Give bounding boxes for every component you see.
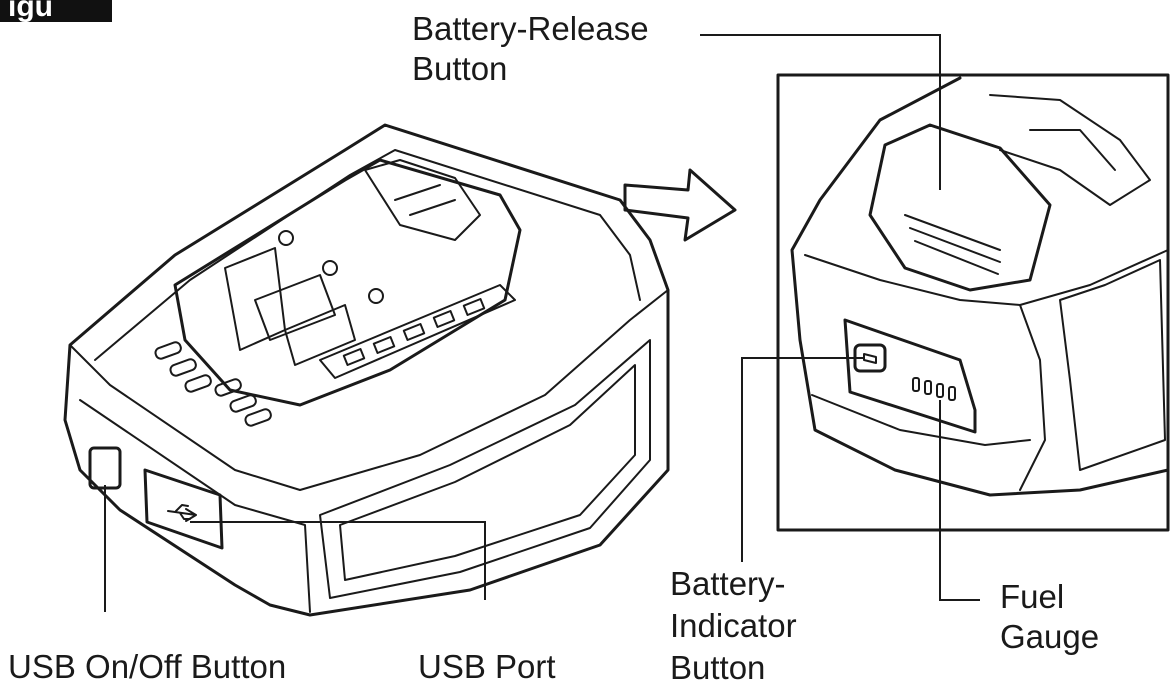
label-usb-on-off-button: USB On/Off Button xyxy=(8,648,286,685)
leader-battery-release xyxy=(700,34,941,190)
battery-top-rail xyxy=(173,158,522,407)
power-icon xyxy=(863,353,877,364)
battery-rail-slot-2 xyxy=(254,274,336,341)
battery-screw-3 xyxy=(368,288,384,304)
battery-front-face xyxy=(79,399,311,613)
fuel-gauge-led-2 xyxy=(924,380,932,395)
fuel-gauge-led-1 xyxy=(912,377,920,392)
battery-screw-2 xyxy=(322,260,338,276)
leader-usb-port xyxy=(190,521,486,600)
usb-port-panel[interactable] xyxy=(143,468,224,550)
detail-lower-edge xyxy=(811,394,1031,446)
figure-tab-background xyxy=(0,0,112,22)
fuel-gauge-led-3 xyxy=(936,383,944,398)
battery-rail-latch xyxy=(364,159,481,241)
battery-release-button[interactable] xyxy=(868,123,1052,292)
battery-terminal-contacts xyxy=(342,297,486,367)
detail-right-panel xyxy=(1059,259,1166,471)
detail-rail-top xyxy=(989,94,1151,206)
detail-housing-outline xyxy=(790,76,1170,497)
battery-rail-slot-3 xyxy=(284,304,356,366)
leader-battery-indicator xyxy=(741,357,865,562)
label-usb-port: USB Port xyxy=(418,648,556,685)
detail-inset xyxy=(776,73,1170,532)
battery-top-edge xyxy=(69,289,669,491)
label-fuel-gauge: Fuel Gauge xyxy=(1000,578,1099,655)
battery-vent-slots xyxy=(154,341,272,427)
figure-tab-text: igu xyxy=(8,0,53,23)
battery-body-outline xyxy=(63,123,670,617)
usb-on-off-button[interactable] xyxy=(88,446,122,490)
detail-housing-edge xyxy=(804,249,1169,306)
fuel-gauge-led-4 xyxy=(948,386,956,401)
label-battery-release: Battery-Release Button xyxy=(412,10,658,87)
battery-side-panel-inner xyxy=(339,364,636,581)
arrow-right-icon xyxy=(623,168,737,242)
battery-side-panel xyxy=(319,339,651,599)
label-battery-indicator-button: Battery- Indicator Button xyxy=(670,565,806,686)
battery-screw-1 xyxy=(278,230,294,246)
fuel-gauge xyxy=(912,377,956,401)
detail-inset-frame xyxy=(776,73,1170,532)
battery-upper-shell xyxy=(94,149,641,361)
detail-side-bevel xyxy=(1019,304,1046,491)
figure-tab: igu xyxy=(0,0,112,23)
leader-fuel-gauge xyxy=(939,400,980,601)
battery-pack-drawing xyxy=(63,123,670,617)
detail-indicator-bay xyxy=(843,318,977,434)
usb-icon xyxy=(167,504,197,522)
battery-terminal-strip xyxy=(319,284,516,379)
